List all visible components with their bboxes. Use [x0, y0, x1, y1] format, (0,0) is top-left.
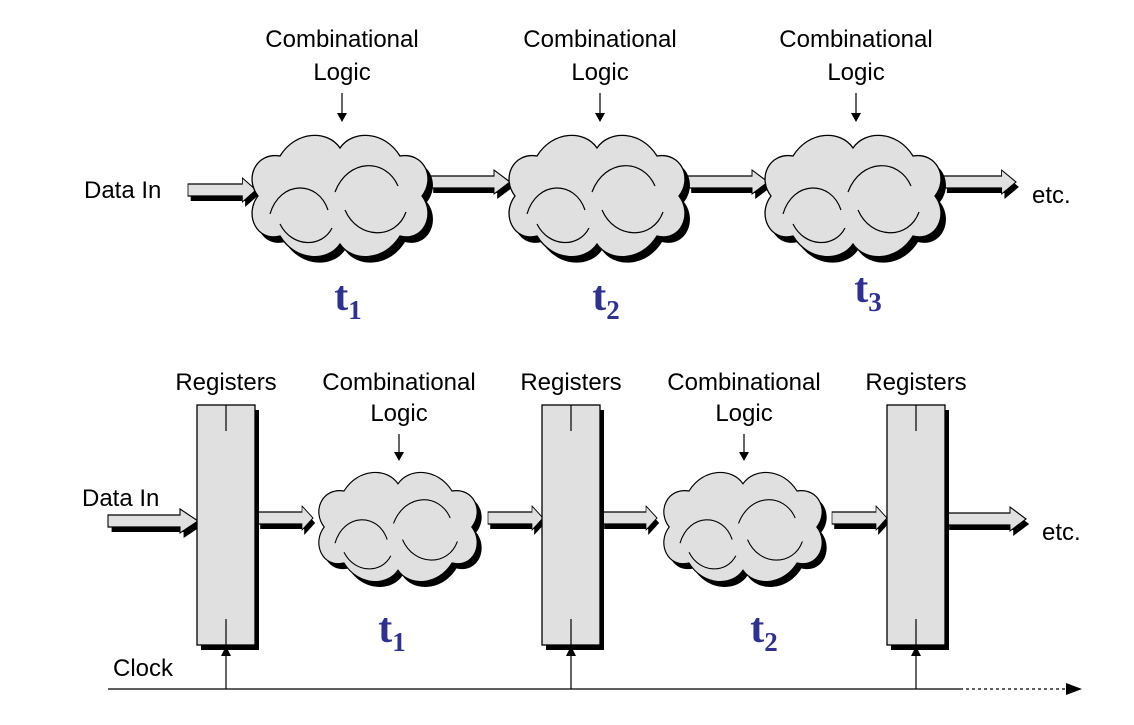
- bottom-input-arrow: [107, 508, 203, 539]
- logic-label-line1: Combinational: [667, 369, 820, 396]
- register-block-3: Registers: [865, 369, 967, 651]
- logic-label-line2: Logic: [370, 400, 427, 427]
- bottom-connector-arrow: [831, 505, 890, 536]
- register-label: Registers: [175, 369, 276, 396]
- up-arrow-icon: [566, 646, 576, 656]
- top-connector-arrow: [429, 169, 514, 200]
- stage-time-label: t2: [592, 274, 620, 325]
- up-arrow-icon: [221, 646, 231, 656]
- pipelined-diagram: Data In etc. Registers Registers Registe…: [82, 369, 1082, 695]
- clock-signal: Clock: [108, 646, 1082, 695]
- logic-label-line1: Combinational: [779, 26, 932, 53]
- cloud-icon: [508, 134, 691, 264]
- cloud-icon: [663, 471, 828, 588]
- bottom-stage-1: Combinational Logic t1: [318, 369, 483, 657]
- register-label: Registers: [520, 369, 621, 396]
- bottom-connector-arrow: [601, 505, 660, 536]
- logic-label-line2: Logic: [313, 59, 370, 86]
- down-arrow-icon: [739, 452, 749, 461]
- logic-label-line2: Logic: [827, 59, 884, 86]
- bottom-data-in-label: Data In: [82, 485, 159, 512]
- cloud-icon: [251, 134, 434, 264]
- down-arrow-icon: [595, 113, 605, 122]
- down-arrow-icon: [394, 452, 404, 461]
- bottom-stage-2: Combinational Logic t2: [663, 369, 828, 657]
- top-output-arrow: [943, 169, 1020, 200]
- bottom-output-arrow: [945, 506, 1030, 537]
- stage-time-label: t2: [750, 606, 778, 657]
- logic-label-line1: Combinational: [322, 369, 475, 396]
- top-input-arrow: [187, 177, 260, 208]
- register-block-1: Registers: [175, 369, 277, 651]
- top-data-in-label: Data In: [84, 177, 161, 204]
- down-arrow-icon: [337, 113, 347, 122]
- register-block-icon: [196, 404, 260, 651]
- top-stage-3: Combinational Logic t3: [764, 26, 947, 317]
- register-block-icon: [886, 404, 950, 651]
- clock-label: Clock: [113, 655, 174, 682]
- stage-time-label: t3: [854, 266, 882, 317]
- logic-label-line2: Logic: [571, 59, 628, 86]
- top-connector-arrow: [687, 169, 772, 200]
- right-arrow-icon: [1066, 683, 1082, 695]
- bottom-connector-arrow: [257, 505, 316, 536]
- stage-time-label: t1: [378, 606, 406, 657]
- stage-time-label: t1: [334, 274, 362, 325]
- up-arrow-icon: [911, 646, 921, 656]
- unpipelined-diagram: Data In etc. Combinational Logic t1 Comb…: [84, 26, 1071, 325]
- logic-label-line1: Combinational: [523, 26, 676, 53]
- cloud-icon: [318, 471, 483, 588]
- register-label: Registers: [865, 369, 966, 396]
- register-block-icon: [541, 404, 605, 651]
- register-block-2: Registers: [520, 369, 622, 651]
- logic-label-line2: Logic: [715, 400, 772, 427]
- bottom-connector-arrow: [487, 505, 546, 536]
- logic-label-line1: Combinational: [265, 26, 418, 53]
- cloud-icon: [764, 134, 947, 264]
- top-stage-1: Combinational Logic t1: [251, 26, 434, 325]
- bottom-etc-label: etc.: [1042, 519, 1081, 546]
- down-arrow-icon: [851, 113, 861, 122]
- top-stage-2: Combinational Logic t2: [508, 26, 691, 325]
- top-etc-label: etc.: [1032, 182, 1071, 209]
